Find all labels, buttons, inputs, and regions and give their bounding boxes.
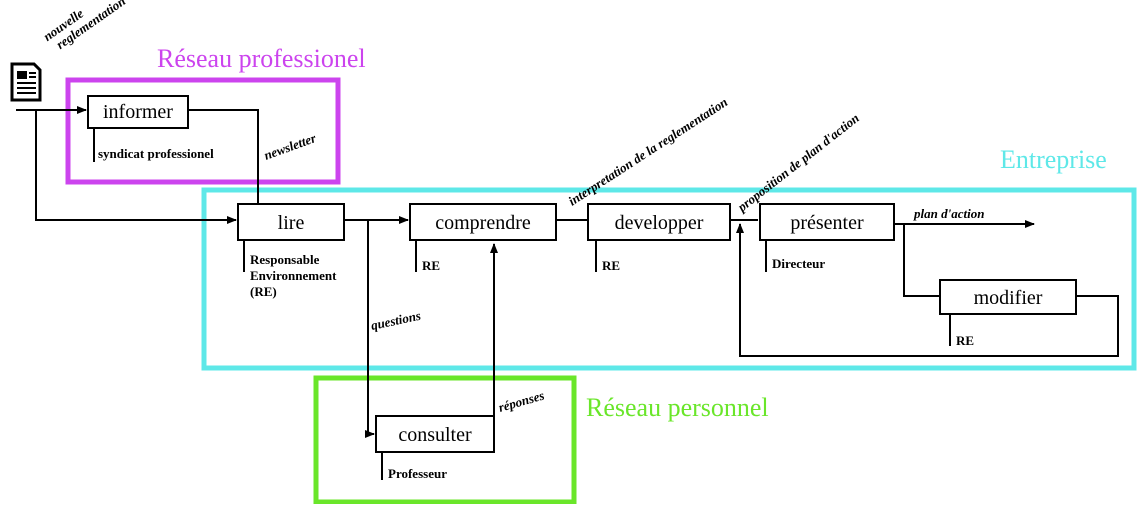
activity-informer-actor: syndicat professionel xyxy=(98,146,214,161)
activity-informer-label: informer xyxy=(103,101,173,123)
flow-label-reponses: réponses xyxy=(497,388,546,415)
zone-company-border xyxy=(201,187,1137,371)
flow-label-plan: plan d'action xyxy=(913,206,984,221)
zone-personal-label: Réseau personnel xyxy=(586,393,769,422)
zone-company-label: Entreprise xyxy=(1000,145,1107,174)
activity-consulter-actor: Professeur xyxy=(388,466,447,481)
activity-lire-actor-line2: Environnement xyxy=(250,268,337,283)
activity-developper-label: developper xyxy=(615,212,704,234)
activity-informer: informer syndicat professionel xyxy=(87,95,214,162)
activity-modifier: modifier RE xyxy=(939,279,1077,348)
flow-label-questions: questions xyxy=(370,308,423,333)
activity-consulter-label: consulter xyxy=(398,424,472,446)
zone-personal-border xyxy=(313,375,577,505)
activity-developper: developper RE xyxy=(587,203,731,273)
flow-label-newsletter: newsletter xyxy=(262,130,319,163)
zone-professional-label: Réseau professionel xyxy=(157,44,366,73)
flow-modifier-loop xyxy=(736,223,1119,357)
flow-label-proposition: proposition de plan d'action xyxy=(734,110,862,215)
activity-presenter: présenter Directeur xyxy=(759,203,895,272)
flow-newsletter xyxy=(188,109,259,204)
activity-consulter: consulter Professeur xyxy=(375,415,495,481)
activity-lire-actor-line3: (RE) xyxy=(250,284,277,299)
activity-lire-label: lire xyxy=(278,212,305,234)
flow-questions xyxy=(365,220,375,438)
activity-lire-actor-line1: Responsable xyxy=(250,252,320,267)
flow-lines xyxy=(16,106,1119,438)
zone-professional-border xyxy=(65,77,341,185)
activity-modifier-actor: RE xyxy=(956,333,974,348)
activity-lire: lire Responsable Environnement (RE) xyxy=(237,203,345,299)
activity-comprendre-actor: RE xyxy=(422,258,440,273)
flow-presenter-modifier xyxy=(903,224,940,297)
activity-presenter-label: présenter xyxy=(790,212,864,234)
activity-presenter-actor: Directeur xyxy=(772,256,825,271)
activity-modifier-label: modifier xyxy=(974,287,1043,309)
activity-comprendre: comprendre RE xyxy=(409,203,557,273)
document-icon xyxy=(10,62,42,102)
flow-input-lire xyxy=(35,110,237,224)
activity-developper-actor: RE xyxy=(602,258,620,273)
activity-comprendre-label: comprendre xyxy=(435,212,531,234)
input-label: nouvelle reglementation xyxy=(40,0,128,52)
